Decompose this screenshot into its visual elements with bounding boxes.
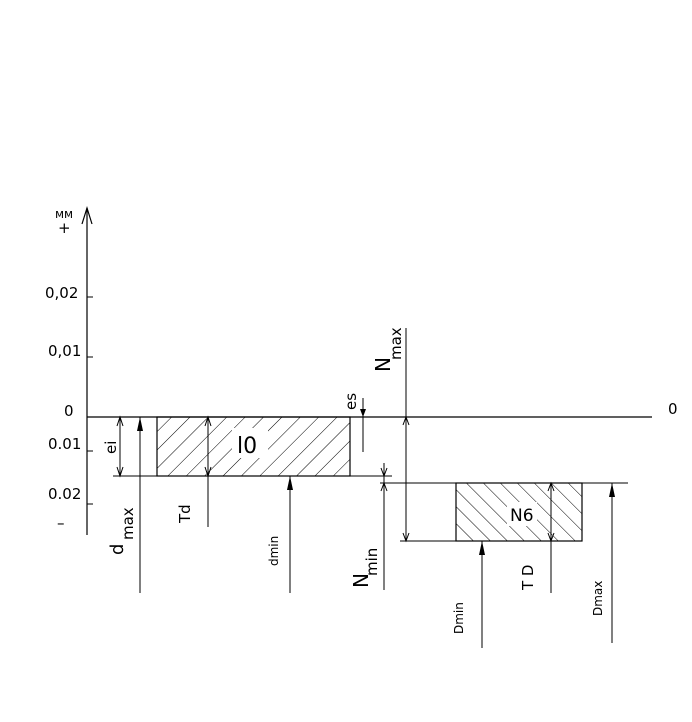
dmin-hole-label: Dmin (452, 602, 466, 634)
tick-label-0-01: 0,01 (48, 342, 81, 360)
tick-label-0-02: 0,02 (45, 284, 78, 302)
hole-zone-label: N6 (510, 506, 534, 526)
shaft-tolerance-zone: l0 (156, 416, 351, 477)
td-dimension (204, 415, 212, 527)
nmax-label: N (371, 357, 395, 372)
dmin-hole-arrow (479, 541, 485, 648)
nmin-subscript: min (363, 548, 381, 576)
tick-label-0: 0 (64, 402, 74, 420)
zero-line-label: 0 (668, 400, 678, 418)
dmax-arrow (137, 417, 143, 593)
dmax-subscript: max (119, 507, 137, 540)
plus-sign: + (58, 219, 71, 237)
minus-sign: – (57, 514, 65, 532)
nmin-dimension (380, 463, 388, 590)
td-label: Td (176, 504, 194, 524)
shaft-zone-label: l0 (237, 434, 257, 459)
vertical-axis (81, 205, 93, 535)
dmax-label: d (107, 544, 128, 555)
dmax-hole-label: Dmax (591, 581, 605, 616)
hole-tolerance-label: T D (519, 565, 537, 591)
ei-dimension (116, 415, 124, 478)
nmin-label: N (349, 573, 373, 588)
es-label: es (342, 393, 360, 410)
es-dimension (360, 398, 366, 452)
axis-ticks (87, 296, 93, 505)
tick-label-minus-0-02: 0.02 (48, 485, 81, 503)
dmin-arrow (287, 476, 293, 593)
tick-label-minus-0-01: 0.01 (48, 435, 81, 453)
hole-tolerance-zone: N6 (455, 482, 583, 542)
ei-label: ei (102, 441, 120, 454)
hole-tolerance-dimension (547, 481, 555, 593)
dmin-label: dmin (267, 536, 281, 566)
dmax-hole-arrow (609, 483, 615, 643)
nmax-dimension (402, 328, 410, 543)
unit-label: мм (55, 207, 73, 221)
nmax-subscript: max (387, 327, 405, 360)
